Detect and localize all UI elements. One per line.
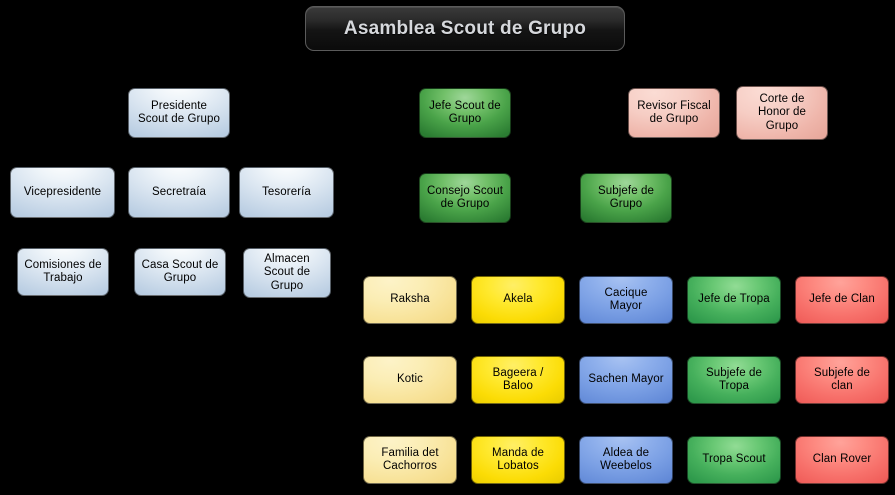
org-node-label: Cacique Mayor	[604, 286, 648, 313]
org-node-label: Kotic	[396, 373, 424, 386]
org-node-label: Casa Scout de Grupo	[141, 258, 219, 285]
org-node-tesoreria[interactable]: Tesorería	[239, 167, 334, 218]
org-node-label: Tesorería	[262, 185, 311, 198]
org-node-label: Jefe de Clan	[809, 293, 875, 306]
org-node-aldea-weebelos[interactable]: Aldea de Weebelos	[579, 436, 673, 484]
org-node-tropa-scout[interactable]: Tropa Scout	[687, 436, 781, 484]
org-node-label: Sachen Mayor	[588, 373, 664, 386]
org-node-label: Manda de Lobatos	[492, 446, 544, 473]
org-node-revisor-fiscal[interactable]: Revisor Fiscal de Grupo	[628, 88, 720, 138]
org-node-presidente[interactable]: Presidente Scout de Grupo	[128, 88, 230, 138]
org-node-casa-scout[interactable]: Casa Scout de Grupo	[134, 248, 226, 296]
org-node-corte-honor[interactable]: Corte de Honor de Grupo	[736, 86, 828, 140]
org-node-label: Jefe de Tropa	[698, 293, 770, 306]
org-node-label: Tropa Scout	[702, 453, 766, 466]
org-node-label: Bageera / Baloo	[492, 366, 544, 393]
org-node-comisiones[interactable]: Comisiones de Trabajo	[17, 248, 109, 296]
org-node-kotic[interactable]: Kotic	[363, 356, 457, 404]
org-node-raksha[interactable]: Raksha	[363, 276, 457, 324]
org-node-label: Secretraía	[151, 185, 207, 198]
org-node-label: Subjefe de Tropa	[706, 366, 762, 393]
org-node-consejo-scout[interactable]: Consejo Scout de Grupo	[419, 173, 511, 223]
org-node-familia-cachorros[interactable]: Familia det Cachorros	[363, 436, 457, 484]
org-node-label: Corte de Honor de Grupo	[757, 92, 807, 132]
org-node-subjefe-clan[interactable]: Subjefe de clan	[795, 356, 889, 404]
org-node-label: Clan Rover	[812, 453, 872, 466]
org-node-subjefe-tropa[interactable]: Subjefe de Tropa	[687, 356, 781, 404]
org-node-cacique-mayor[interactable]: Cacique Mayor	[579, 276, 673, 324]
chart-title-banner: Asamblea Scout de Grupo	[305, 6, 625, 51]
org-node-label: Familia det Cachorros	[381, 446, 439, 473]
org-node-manda-lobatos[interactable]: Manda de Lobatos	[471, 436, 565, 484]
org-node-almacen[interactable]: Almacen Scout de Grupo	[243, 248, 331, 298]
org-node-label: Jefe Scout de Grupo	[429, 99, 501, 126]
org-node-jefe-scout[interactable]: Jefe Scout de Grupo	[419, 88, 511, 138]
page-title: Asamblea Scout de Grupo	[343, 17, 587, 39]
org-node-label: Almacen Scout de Grupo	[263, 252, 311, 292]
org-node-clan-rover[interactable]: Clan Rover	[795, 436, 889, 484]
org-node-akela[interactable]: Akela	[471, 276, 565, 324]
org-node-label: Subjefe de clan	[814, 366, 870, 393]
org-node-subjefe-grupo[interactable]: Subjefe de Grupo	[580, 173, 672, 223]
org-node-vicepresidente[interactable]: Vicepresidente	[10, 167, 115, 218]
org-node-label: Subjefe de Grupo	[598, 184, 654, 211]
org-node-jefe-tropa[interactable]: Jefe de Tropa	[687, 276, 781, 324]
org-node-label: Revisor Fiscal de Grupo	[637, 99, 711, 126]
org-node-sachen-mayor[interactable]: Sachen Mayor	[579, 356, 673, 404]
org-node-label: Comisiones de Trabajo	[24, 258, 102, 285]
org-node-bageera-baloo[interactable]: Bageera / Baloo	[471, 356, 565, 404]
org-node-label: Raksha	[390, 293, 430, 306]
org-node-label: Presidente Scout de Grupo	[138, 99, 220, 126]
org-node-label: Vicepresidente	[23, 185, 102, 198]
org-node-label: Akela	[503, 293, 533, 306]
org-node-jefe-clan[interactable]: Jefe de Clan	[795, 276, 889, 324]
org-node-label: Aldea de Weebelos	[600, 446, 652, 473]
org-node-label: Consejo Scout de Grupo	[426, 184, 504, 211]
org-node-secretraia[interactable]: Secretraía	[128, 167, 230, 218]
